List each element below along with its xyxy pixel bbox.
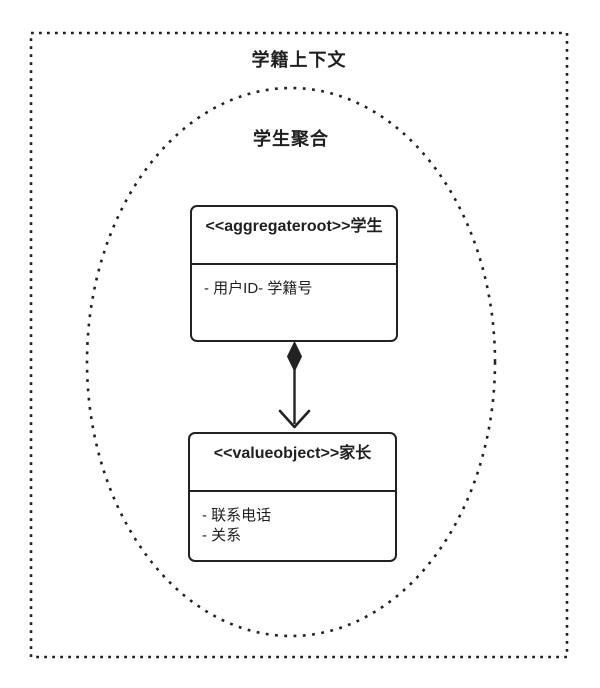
attribute-line: - 关系 [202,527,242,545]
attribute-line: - 联系电话 [202,507,272,524]
class-attributes-parent: - 联系电话 - 关系 [190,492,395,547]
context-boundary [29,31,569,659]
aggregate-ellipse [85,86,497,638]
class-attributes-student: - 用户ID- 学籍号 [192,265,396,299]
attribute-line: - 用户ID- 学籍号 [204,280,313,297]
context-title: 学籍上下文 [251,50,347,70]
class-title-parent: <<valueobject>>家长 [190,434,395,492]
arrowhead-icon [278,409,311,429]
aggregate-title: 学生聚合 [253,129,329,149]
class-node-parent: <<valueobject>>家长 - 联系电话 - 关系 [188,432,397,562]
class-title-student: <<aggregateroot>>学生 [192,207,396,265]
class-node-student: <<aggregateroot>>学生 - 用户ID- 学籍号 [190,205,398,342]
composition-diamond-icon [286,340,303,373]
